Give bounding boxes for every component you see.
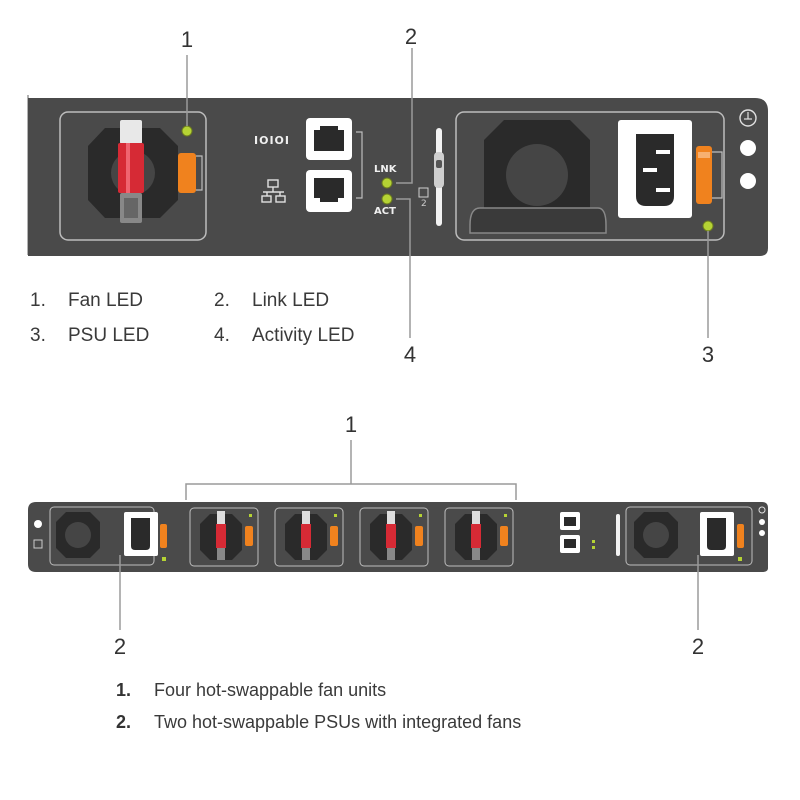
callout-4: 4 [403, 342, 417, 367]
legend-item: 2. Link LED [214, 290, 329, 312]
mount-hole [740, 140, 756, 156]
psu-module[interactable] [455, 111, 725, 241]
legend-number: 1. [30, 290, 46, 311]
slot-indicator [418, 187, 429, 198]
fan-led [181, 125, 193, 137]
legend-text: Activity LED [252, 325, 355, 346]
mount-hole [759, 519, 765, 525]
fan-handle-red[interactable] [118, 143, 144, 193]
legend-item: 2. Two hot-swappable PSUs with integrated… [116, 712, 521, 733]
callout-line-4 [396, 198, 411, 338]
callout-1: 1 [180, 27, 194, 52]
callout-b2-right: 2 [691, 634, 705, 659]
psu-right[interactable] [625, 506, 753, 566]
legend-number: 3. [30, 325, 46, 346]
link-led [381, 177, 393, 189]
slot-label: 2 [421, 199, 427, 209]
callout-2: 2 [404, 24, 418, 49]
legend-text: Two hot-swappable PSUs with integrated f… [154, 712, 522, 732]
callout-3: 3 [701, 342, 715, 367]
legend-item: 3. PSU LED [30, 325, 149, 347]
fan-unit-1[interactable] [189, 507, 259, 567]
ground-icon [739, 109, 757, 127]
activity-led [381, 193, 393, 205]
legend-number: 2. [116, 712, 132, 732]
callout-b2-left: 2 [113, 634, 127, 659]
psu-led [702, 220, 714, 232]
management-ports[interactable] [306, 118, 363, 212]
psu-left[interactable] [49, 506, 167, 566]
fan-latch[interactable] [178, 153, 196, 193]
legend-text: Link LED [252, 290, 330, 311]
legend-text: PSU LED [68, 325, 150, 346]
management-ports-bottom[interactable] [560, 512, 595, 553]
release-lever[interactable] [434, 128, 444, 226]
legend-item: 1. Four hot-swappable fan units [116, 680, 386, 701]
legend-item: 1. Fan LED [30, 290, 143, 312]
fan-group-bracket [185, 483, 517, 500]
legend-text: Fan LED [68, 290, 143, 311]
legend-number: 4. [214, 325, 230, 346]
fan-unit-3[interactable] [359, 507, 429, 567]
legend-number: 1. [116, 680, 132, 700]
callout-line-2 [396, 48, 413, 184]
fan-module[interactable] [59, 111, 207, 241]
serial-port-label: IOIOI [254, 134, 290, 147]
fan-handle-top [120, 120, 142, 144]
psu-latch[interactable] [696, 146, 712, 204]
legend-number: 2. [214, 290, 230, 311]
legend-item: 4. Activity LED [214, 325, 354, 347]
mount-hole [759, 530, 765, 536]
network-icon [261, 179, 286, 203]
fan-unit-4[interactable] [444, 507, 514, 567]
psu-handle[interactable] [469, 207, 607, 234]
mount-hole [740, 173, 756, 189]
activity-label: ACT [374, 206, 396, 217]
mount-hole [34, 520, 42, 528]
release-lever-bottom[interactable] [616, 514, 620, 556]
link-label: LNK [374, 164, 397, 175]
fan-unit-2[interactable] [274, 507, 344, 567]
callout-b1: 1 [344, 412, 358, 437]
legend-text: Four hot-swappable fan units [154, 680, 387, 700]
